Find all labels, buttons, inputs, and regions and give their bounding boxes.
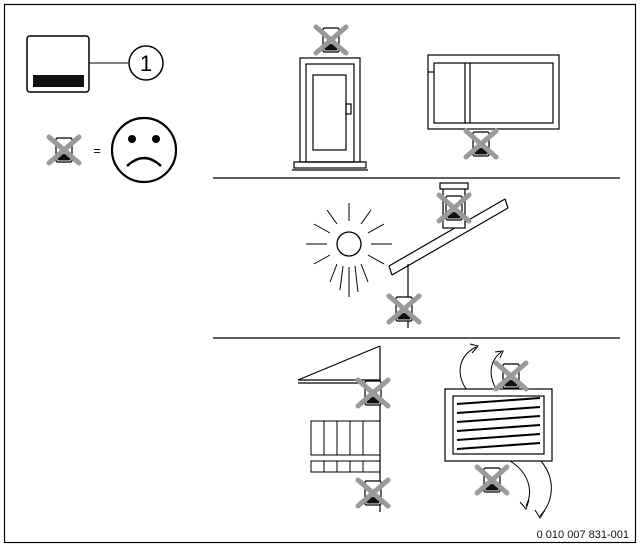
figure-frame [3,3,637,544]
crossed-out-thermostat-icon [49,137,79,163]
crossed-out-thermostat-icon [358,380,388,406]
crossed-out-thermostat-icon [496,363,526,389]
sun-icon [306,203,392,297]
crossed-out-thermostat-icon [316,27,346,53]
sad-face-icon [110,116,178,184]
door-icon [292,57,368,171]
crossed-out-thermostat-icon [466,131,496,157]
radiator-icon [310,420,381,473]
crossed-out-thermostat-icon [389,296,419,322]
crossed-out-thermostat-icon [358,480,388,506]
heating-grille-icon [444,388,553,462]
callout-circle [128,45,164,81]
window-icon [427,54,560,130]
thermostat-icon [26,35,90,93]
callout-number: 1 [140,51,152,76]
figure-code: 0 010 007 831-001 [536,529,629,541]
air-flow-arrow-icon [459,343,552,519]
crossed-out-thermostat-icon [477,467,507,493]
equals-sign: = [93,143,101,158]
